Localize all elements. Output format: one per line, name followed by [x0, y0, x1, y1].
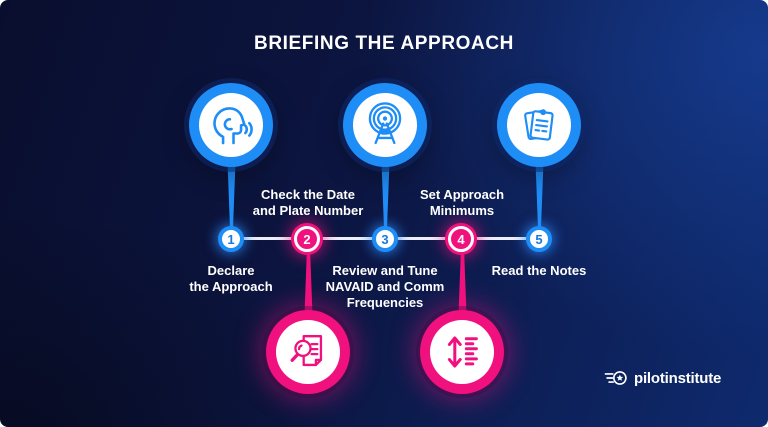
step-badge-3: 3 — [372, 226, 398, 252]
step2-label: Check the Date and Plate Number — [252, 187, 364, 218]
speaking-head-icon — [199, 93, 263, 157]
page-title: BRIEFING THE APPROACH — [254, 33, 514, 54]
connector-stem-step1 — [227, 158, 236, 230]
brand-logo: pilotinstitute — [604, 367, 721, 389]
connector-stem-step4 — [458, 246, 467, 318]
step5-label: Read the Notes — [491, 263, 587, 278]
brand-name: pilotinstitute — [634, 369, 722, 387]
step2-icon-bubble — [266, 310, 350, 394]
notes-clipboard-icon — [507, 93, 571, 157]
step5-icon-bubble — [497, 83, 581, 167]
radio-antenna-icon — [353, 93, 417, 157]
connector-stem-step5 — [535, 158, 544, 230]
step4-label: Set Approach Minimums — [419, 187, 505, 218]
altitude-minimums-icon — [430, 320, 494, 384]
pilot-wing-badge-icon — [604, 371, 627, 385]
step1-icon-bubble — [189, 83, 273, 167]
step-badge-1: 1 — [218, 226, 244, 252]
step-badge-2: 2 — [294, 226, 320, 252]
step-badge-5: 5 — [526, 226, 552, 252]
document-search-icon — [276, 320, 340, 384]
connector-stem-step3 — [381, 158, 390, 230]
step1-label: Declare the Approach — [189, 263, 273, 294]
step-badge-4: 4 — [448, 226, 474, 252]
step4-icon-bubble — [420, 310, 504, 394]
step3-icon-bubble — [343, 83, 427, 167]
connector-stem-step2 — [304, 246, 313, 318]
step3-label: Review and Tune NAVAID and Comm Frequenc… — [325, 263, 445, 310]
